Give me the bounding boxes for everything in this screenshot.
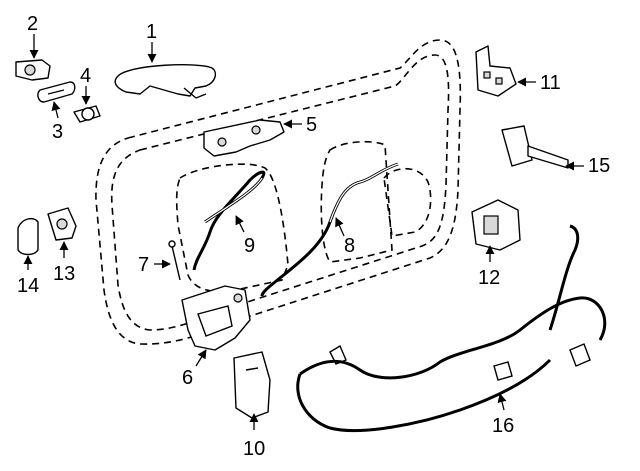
callout-2: 2 [27,13,38,35]
callout-leaders [23,34,584,430]
callout-15: 15 [588,155,610,177]
callout-labels: 1 2 3 4 5 6 7 8 9 10 11 12 13 14 15 16 [17,13,610,460]
lock-rod [168,240,181,281]
handle-bezel [37,81,76,103]
handle-cap [15,59,51,81]
callout-12: 12 [478,267,500,289]
callout-4: 4 [80,65,91,87]
inside-release-cable [192,170,266,271]
callout-13: 13 [53,263,75,285]
door-latch [181,285,251,351]
mounting-bracket [475,45,517,97]
callout-10: 10 [243,438,265,460]
handle-bracket [203,119,285,157]
callout-9: 9 [244,235,255,257]
lock-cylinder [73,105,101,123]
lock-actuator [471,199,521,251]
door-check [501,125,569,169]
door-striker [47,207,77,241]
callout-3: 3 [52,121,63,143]
callout-7: 7 [138,254,149,276]
outside-handle [114,64,217,99]
outside-release-cable [260,162,399,297]
door-bumper [17,217,39,256]
wiring-harness [296,224,607,433]
callout-6: 6 [182,367,193,389]
callout-16: 16 [492,415,514,437]
callout-14: 14 [17,275,39,297]
latch-cover [233,351,271,419]
callout-1: 1 [146,21,157,43]
callout-5: 5 [306,114,317,136]
callout-8: 8 [344,235,355,257]
callout-11: 11 [540,72,561,94]
